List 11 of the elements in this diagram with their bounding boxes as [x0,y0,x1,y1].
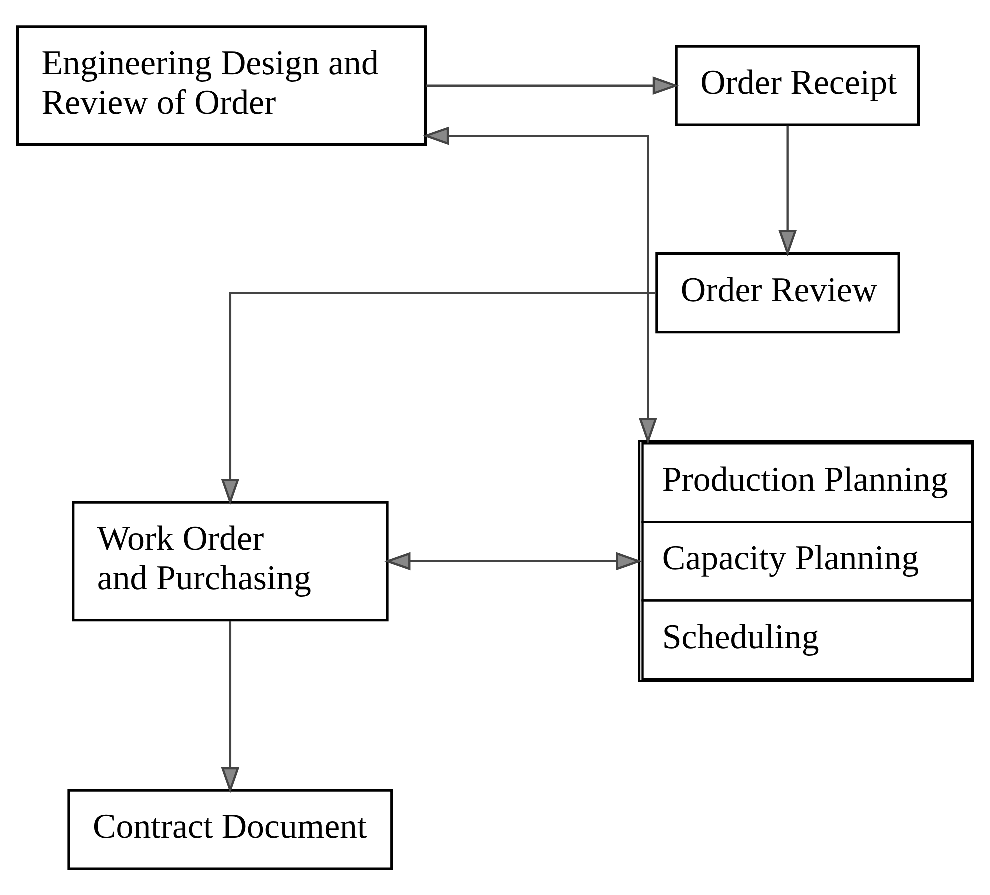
arrow [778,125,796,256]
arrow [426,76,679,95]
node-box: Engineering Design and Review of Order [16,25,426,146]
node-box: Order Receipt [674,44,920,126]
arrow [422,126,657,444]
arrow [384,552,642,570]
node-box: Order Review [655,252,900,334]
node-box: Work Order and Purchasing [72,500,388,622]
node-box: Contract Document [67,788,393,870]
arrow [220,292,656,505]
arrow [220,620,240,794]
